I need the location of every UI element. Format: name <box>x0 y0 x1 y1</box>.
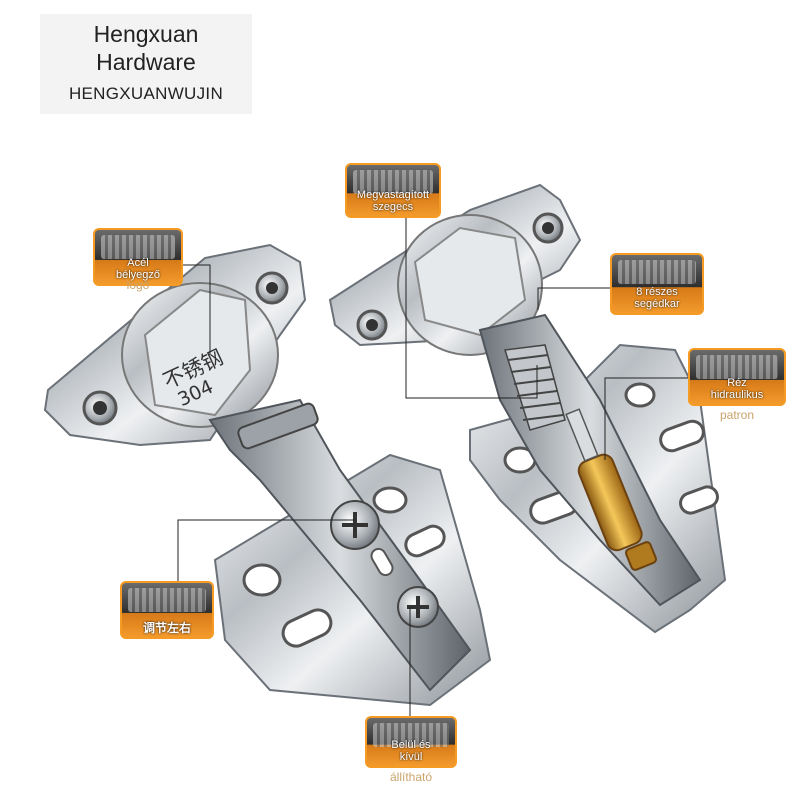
brand-pinyin: HENGXUANWUJIN <box>68 84 224 103</box>
callout-adjust-lr-line1: 调节左右 <box>142 621 191 635</box>
brand-name-line2: Hardware <box>96 49 196 75</box>
right-hinge <box>328 183 727 634</box>
callout-adjust-outer-line3: állítható <box>389 770 433 784</box>
callout-hydraulic-line2: hidraulikus <box>710 389 764 401</box>
callout-hydraulic-line3: patron <box>719 408 755 422</box>
rivet-thumbnail <box>353 170 433 194</box>
callout-rivet-line1: Megvastagított <box>356 189 430 201</box>
callout-logo-stamp: Acél bélyegző <box>93 228 183 286</box>
adjust-outer-thumbnail <box>373 723 449 747</box>
callout-logo-stamp-line2: bélyegző <box>115 269 161 281</box>
adjust-lr-thumbnail <box>128 588 206 612</box>
callout-hydraulic-line1: Réz <box>727 377 747 389</box>
callout-hydraulic: Réz hidraulikus <box>688 348 786 406</box>
brand-name-line1: Hengxuan <box>93 21 199 47</box>
callout-springs-line1: 8 részes <box>636 286 678 298</box>
callout-adjust-outer: Belül és kívül <box>365 716 457 768</box>
callout-logo-stamp-line1: Acél <box>127 257 149 269</box>
callout-springs: 8 részes segédkar <box>610 253 704 315</box>
callout-springs-line2: segédkar <box>634 298 680 310</box>
callout-rivet-line2: szegecs <box>372 201 414 213</box>
spring-stack <box>504 344 566 431</box>
callout-logo-stamp-line3: logó <box>126 278 150 292</box>
logo-stamp-thumbnail <box>101 235 175 259</box>
callout-rivet: Megvastagított szegecs <box>345 163 441 218</box>
brand-box: Hengxuan Hardware HENGXUANWUJIN <box>40 14 252 114</box>
callout-adjust-outer-line2: kívül <box>399 751 423 763</box>
brass-damper <box>565 408 657 571</box>
springs-thumbnail <box>618 260 696 284</box>
callout-leaders <box>177 215 690 716</box>
callout-adjust-outer-line1: Belül és <box>391 739 431 751</box>
callout-adjust-lr: 调节左右 <box>120 581 214 639</box>
left-hinge: 不锈钢 304 <box>43 243 492 707</box>
hydraulic-thumbnail <box>696 355 778 379</box>
